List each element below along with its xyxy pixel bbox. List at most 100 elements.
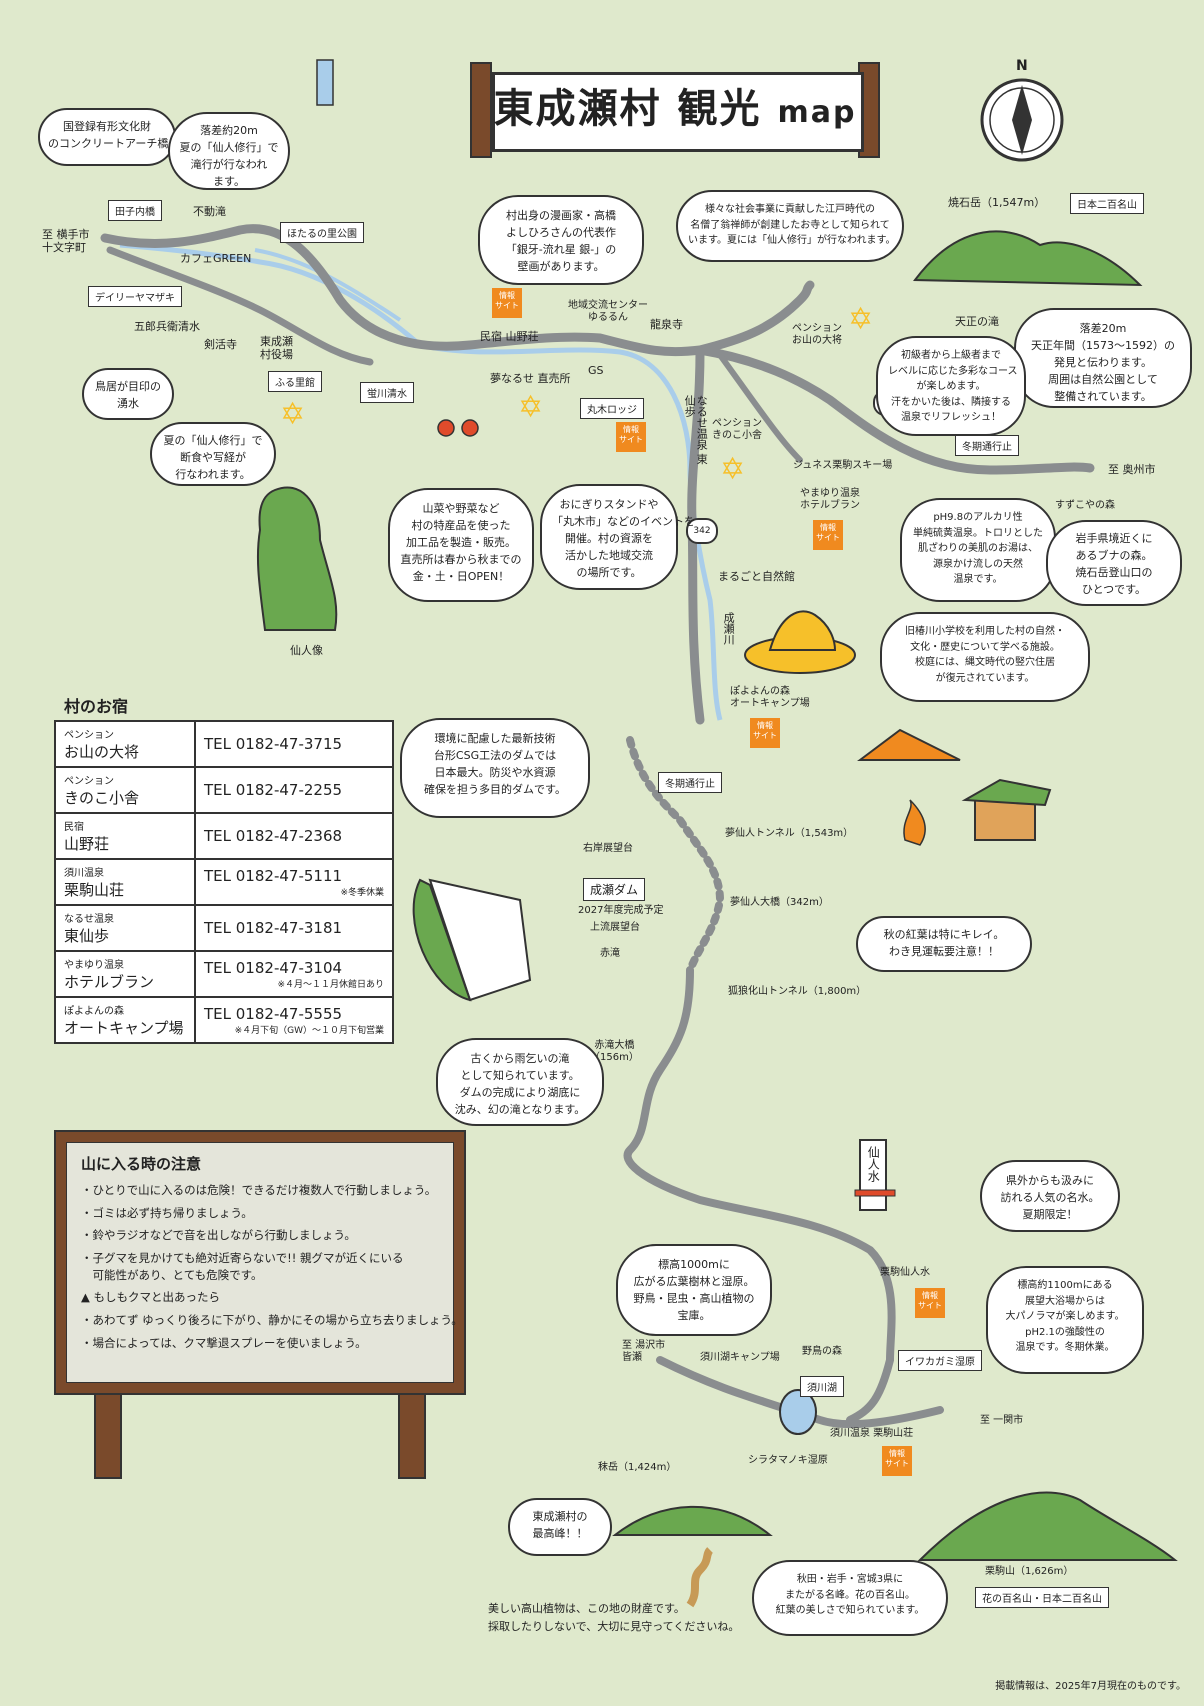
- caution-item: ・鈴やラジオなどで音を出しながら行動しましょう。: [81, 1228, 356, 1243]
- bubble-yamayuri: pH9.8のアルカリ性 単純硫黄温泉。トロリとした 肌ざわりの美肌のお湯は、 源…: [900, 498, 1056, 602]
- label-kurikomasanso: 須川温泉 栗駒山荘: [830, 1428, 914, 1439]
- lodging-tel[interactable]: TEL 0182-47-3181: [204, 919, 343, 937]
- label-marugoto: まるごと自然館: [718, 570, 795, 583]
- label-ichinoseki: 至 一関市: [980, 1415, 1024, 1426]
- road: [106, 246, 374, 366]
- label-furusato: ふる里館: [268, 371, 322, 392]
- label-goro: 五郎兵衛清水: [134, 320, 200, 333]
- lodging-name-cell: やまゆり温泉ホテルブラン: [54, 950, 196, 998]
- lodging-type: 民宿: [64, 822, 84, 833]
- road: [695, 345, 1095, 475]
- label-naruse-onsen: なるせ温泉 東仙歩: [683, 395, 709, 465]
- bubble-tengu: 落差20m 天正年間（1573～1592）の 発見と伝わります。 周囲は自然公園…: [1014, 308, 1192, 408]
- lodging-tel[interactable]: TEL 0182-47-5111: [204, 866, 343, 885]
- lodging-tel[interactable]: TEL 0182-47-2255: [204, 781, 343, 799]
- sukawa-lake-water: [779, 1389, 817, 1435]
- tent: [857, 728, 961, 761]
- lodging-tel[interactable]: TEL 0182-47-3104: [204, 958, 343, 977]
- label-fudo: 不動滝: [193, 205, 226, 218]
- info-site-badge[interactable]: 情報 サイト: [915, 1288, 945, 1318]
- bubble-kurikoma-onsen: 標高約1100mにある 展望大浴場からは 大パノラマが楽しめます。 pH2.1の…: [986, 1266, 1144, 1374]
- label-yamayuri: やまゆり温泉 ホテルブラン: [800, 488, 860, 511]
- label-toki: 冬期通行止: [955, 435, 1019, 456]
- label-shitagi: シラタマノキ湿原: [748, 1455, 828, 1466]
- lodging-name: きのこ小舎: [64, 789, 140, 807]
- label-kinoko: ペンション きのこ小舎: [712, 418, 762, 441]
- lodging-type: ペンション: [64, 776, 114, 787]
- mountain-kurikomayama: [917, 1491, 1178, 1561]
- title-main: 東成瀬村: [493, 85, 662, 132]
- lodging-tel[interactable]: TEL 0182-47-2368: [204, 827, 343, 845]
- waterfall: [316, 59, 334, 106]
- label-dam-year: 2027年度完成予定: [578, 905, 664, 916]
- label-ryusenji: 龍泉寺: [650, 318, 683, 331]
- bubble-dam: 環境に配慮した最新技術 台形CSG工法のダムでは 日本最大。防災や水資源 確保を…: [400, 718, 590, 818]
- caution-post-left: [94, 1393, 122, 1479]
- lodging-tel[interactable]: TEL 0182-47-3715: [204, 735, 343, 753]
- caution-post-right: [398, 1393, 426, 1479]
- info-site-badge[interactable]: 情報 サイト: [813, 520, 843, 550]
- label-akataki: 赤滝: [600, 948, 620, 959]
- info-site-badge[interactable]: 情報 サイト: [492, 288, 522, 318]
- label-maruki: 丸木ロッジ: [580, 398, 644, 419]
- label-ohshu: 至 奥州市: [1108, 463, 1156, 476]
- lodging-name: お山の大将: [64, 743, 140, 761]
- lodging-name-cell: 民宿山野荘: [54, 812, 196, 860]
- road: [656, 1356, 944, 1429]
- title-map: map: [777, 95, 857, 130]
- bubble-suzushiro: 岩手県境近くに あるブナの森。 焼石岳登山口の ひとつです。: [1046, 520, 1182, 606]
- lodging-type: やまゆり温泉: [64, 960, 124, 971]
- label-akataki-bridge: 赤滝大橋 （156m）: [590, 1040, 639, 1063]
- campfire: [903, 799, 926, 846]
- road: [717, 352, 803, 463]
- lodging-type: ぽよよんの森: [64, 1006, 124, 1017]
- label-sennin-sui-sign: 仙人水: [866, 1146, 881, 1182]
- lodging-tel-cell: TEL 0182-47-2255: [194, 766, 394, 814]
- label-yumesennin-tunnel: 夢仙人トンネル（1,543m）: [725, 828, 854, 839]
- road: [623, 966, 896, 1424]
- lodging-row: 民宿山野荘 TEL 0182-47-2368: [54, 812, 394, 860]
- lodging-row: ペンションきのこ小舎 TEL 0182-47-2255: [54, 766, 394, 814]
- lodging-tel-cell: TEL 0182-47-5111※冬季休業: [194, 858, 394, 906]
- caution-item: ・子グマを見かけても絶対近寄らないで!! 親グマが近くにいる 可能性があり、とて…: [81, 1251, 404, 1282]
- bubble-highest: 東成瀬村の 最高峰！！: [508, 1498, 612, 1556]
- title-plank: [492, 72, 864, 152]
- page-title: 東成瀬村 観光 map: [470, 76, 880, 134]
- lodging-table: ペンション お山の大将 TEL 0182-47-3715 ペンションきのこ小舎 TEL …: [54, 720, 394, 1044]
- label-tengu: 天正の滝: [955, 315, 999, 328]
- info-site-badge[interactable]: 情報 サイト: [750, 718, 780, 748]
- title-board: 東成瀬村 観光 map: [470, 62, 880, 158]
- label-kurikoma-sennin: 栗駒仙人水: [880, 1267, 930, 1278]
- bubble-ryusenji: 様々な社会事業に貢献した江戸時代の 名僧了翁禅師が創建したお寺として知られて い…: [676, 190, 904, 262]
- info-site-badge[interactable]: 情報 サイト: [882, 1446, 912, 1476]
- label-yuzawa: 至 湯沢市 皆瀬: [622, 1340, 666, 1363]
- lodging-tel-cell: TEL 0182-47-3181: [194, 904, 394, 952]
- star-icon: ✡: [720, 452, 746, 487]
- star-icon: ✡: [848, 302, 874, 337]
- label-yakuba: 東成瀬 村役場: [260, 335, 293, 362]
- star-icon: ✡: [518, 390, 544, 425]
- tomato: [437, 419, 455, 437]
- mountain-yakeishi: [913, 230, 1143, 287]
- lodging-tel-cell: TEL 0182-47-2368: [194, 812, 394, 860]
- footer-note: 掲載情報は、2025年7月現在のものです。: [995, 1681, 1186, 1692]
- bubble-marugoto: 旧椿川小学校を利用した村の自然・ 文化・歴史について学べる施設。 校庭には、縄文…: [880, 612, 1090, 702]
- label-yokote: 至 横手市 十文字町: [42, 228, 90, 255]
- caution-item: ・ひとりで山に入るのは危険！できるだけ複数人で行動しましょう。: [81, 1183, 437, 1197]
- caution-item: ・あわてず ゆっくり後ろに下がり、静かにその場から立ち去りましょう。: [81, 1313, 463, 1328]
- lodging-tel[interactable]: TEL 0182-47-5555: [204, 1004, 343, 1023]
- compass-needle: [1012, 85, 1032, 155]
- info-site-badge[interactable]: 情報 サイト: [616, 422, 646, 452]
- bubble-sennin-sui: 県外からも汲みに 訪れる人気の名水。 夏期限定！: [980, 1160, 1120, 1232]
- bubble-manga: 村出身の漫画家・高橋 よしひろさんの代表作 「銀牙-流れ星 銀-」の 壁画があり…: [478, 195, 644, 285]
- label-dam-name: 成瀬ダム: [583, 878, 646, 901]
- caution-item: ▲ もしもクマと出あったら: [81, 1290, 220, 1305]
- label-poyoyon: ぽよよんの森 オートキャンプ場: [730, 686, 810, 709]
- lodging-note: ※４月下旬（GW）～１０月下旬営業: [234, 1025, 384, 1036]
- senninsui-sign-post: [859, 1139, 887, 1211]
- bubble-chokubai: 山菜や野菜など 村の特産品を使った 加工品を製造・販売。 直売所は春から秋までの…: [388, 488, 534, 602]
- lodging-title: 村のお宿: [64, 697, 129, 716]
- label-oyama: ペンション お山の大将: [792, 323, 842, 346]
- bubble-maruki: おにぎりスタンドや 「丸木市」などのイベントを 開催。村の資源を 活かした地域交…: [540, 484, 695, 590]
